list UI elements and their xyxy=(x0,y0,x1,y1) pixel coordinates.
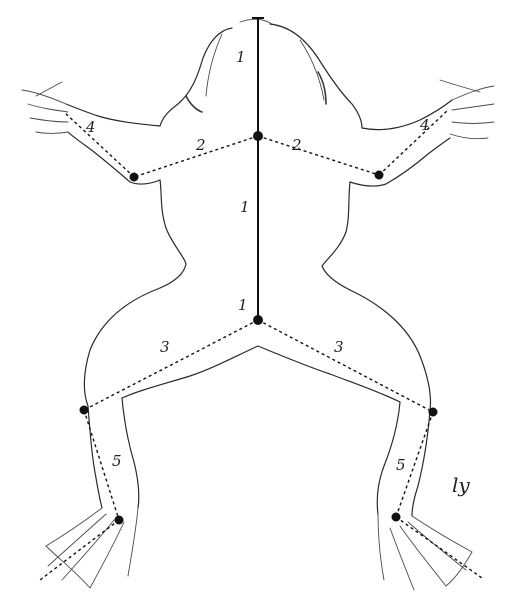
label-left-hindlimb-lower: 5 xyxy=(112,452,122,470)
trunk-outline-right xyxy=(322,182,350,290)
right-hand-finger-4 xyxy=(450,134,488,139)
left-forelimb-outline-bottom xyxy=(68,132,160,184)
eye-right-shading xyxy=(318,72,326,104)
head-outline-right xyxy=(270,24,362,128)
label-trunk-segment: 1 xyxy=(240,198,250,216)
left-shank-outline-inner xyxy=(122,398,139,508)
label-right-forelimb-outer: 4 xyxy=(419,116,430,134)
eye-left-shading xyxy=(186,96,202,112)
pelvis-point xyxy=(253,315,263,325)
label-head-segment: 1 xyxy=(236,48,246,66)
left-ankle-point xyxy=(115,516,124,525)
label-left-hindlimb-upper: 3 xyxy=(160,338,170,356)
label-right-hindlimb-lower: 5 xyxy=(396,456,406,474)
left-knee-point xyxy=(80,406,89,415)
left-thigh-segment xyxy=(84,320,258,410)
right-foot-toe-5 xyxy=(378,514,384,580)
right-knee-point xyxy=(429,408,438,417)
left-foot-segment xyxy=(40,520,119,580)
right-forelimb-segment xyxy=(258,136,379,175)
left-foot-toe-3 xyxy=(62,520,114,580)
right-hand-finger-3 xyxy=(452,122,494,124)
right-foot-toe-4 xyxy=(390,528,414,590)
snout-line xyxy=(240,19,272,24)
right-forelimb-outline-bottom xyxy=(350,138,450,186)
right-ankle-point xyxy=(392,513,401,522)
left-shank-outline-outer xyxy=(88,406,102,508)
right-hand-finger-2 xyxy=(452,104,494,110)
label-left-forelimb-inner: 2 xyxy=(195,136,206,154)
left-hand-finger-5 xyxy=(36,82,62,96)
right-foot-segment xyxy=(396,517,482,578)
label-lower-trunk-segment: 1 xyxy=(238,296,248,314)
right-hand-finger-1 xyxy=(452,86,494,100)
right-hand-finger-5 xyxy=(440,80,480,92)
label-right-hindlimb-upper: 3 xyxy=(334,338,344,356)
left-hand-finger-4 xyxy=(36,132,68,134)
left-foot-toe-4 xyxy=(90,522,124,588)
jaw-line-left xyxy=(206,34,222,96)
label-left-forelimb-outer: 4 xyxy=(85,118,96,136)
head-outline xyxy=(160,28,232,126)
trunk-outline-left xyxy=(160,180,186,288)
left-forelimb-outline-top xyxy=(66,104,160,126)
label-annotation: ly xyxy=(452,473,470,497)
right-forelimb-outline-top xyxy=(362,100,452,130)
shoulder-point xyxy=(253,131,263,141)
left-foot-toe-5 xyxy=(128,508,138,576)
right-thigh-outline xyxy=(350,290,431,410)
left-hand-finger-2 xyxy=(28,104,68,112)
left-foot-toe-1 xyxy=(46,508,102,546)
right-elbow-point xyxy=(375,171,384,180)
left-foot-web xyxy=(46,546,90,588)
left-thigh-inner xyxy=(122,346,258,398)
left-hand-finger-3 xyxy=(30,118,68,122)
left-elbow-point xyxy=(130,173,139,182)
segment-labels: 1 1 1 2 2 4 4 3 3 5 5 ly xyxy=(85,48,470,497)
label-right-forelimb-inner: 2 xyxy=(291,136,302,154)
right-thigh-inner xyxy=(258,346,400,402)
